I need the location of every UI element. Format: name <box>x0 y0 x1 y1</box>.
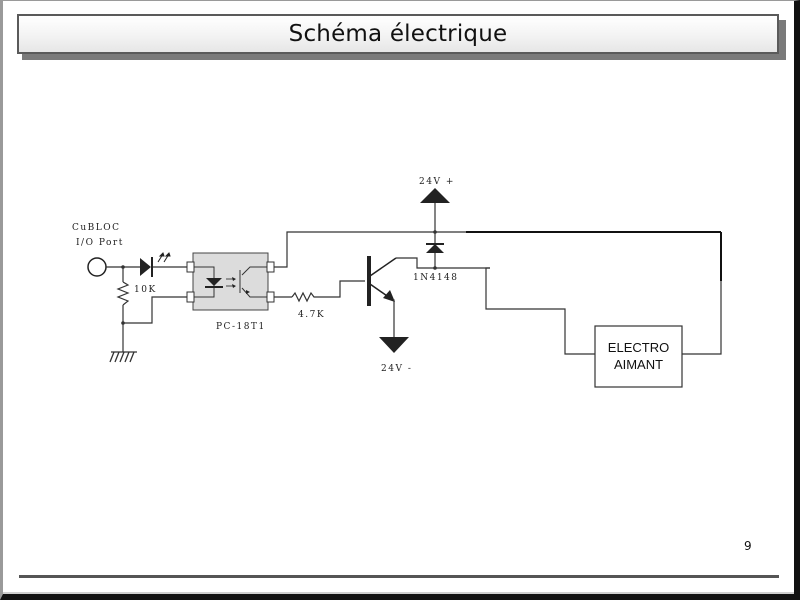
diode-label: 1N4148 <box>413 273 459 283</box>
supply-positive-label: 24V + <box>419 177 455 187</box>
resistor-10k-label: 10K <box>134 285 157 295</box>
page-number: 9 <box>744 539 752 553</box>
output-wires <box>274 231 466 298</box>
resistor-4k7-icon <box>291 291 316 303</box>
load-wire <box>485 267 595 355</box>
diode-icon <box>426 232 444 268</box>
arrow-up-supply-icon <box>420 188 450 232</box>
io-port-label-line2: I/O Port <box>76 238 124 248</box>
resistor-4k7-label: 4.7K <box>298 310 325 320</box>
npn-transistor-icon <box>367 256 490 338</box>
load-label-line2: AIMANT <box>614 357 663 372</box>
title-bar: Schéma électrique <box>17 14 779 54</box>
junction-dot <box>433 266 437 270</box>
optocoupler-icon <box>186 252 275 311</box>
io-port-label-line1: CuBLOC <box>72 223 121 233</box>
io-port-terminal-icon <box>87 257 107 277</box>
resistor-10k-icon <box>116 281 130 306</box>
led-icon <box>140 252 171 277</box>
ground-icon <box>109 351 137 363</box>
electromagnet-box <box>594 325 683 388</box>
junction-dot <box>433 230 437 234</box>
arrow-down-supply-icon <box>379 337 409 353</box>
junction-dot <box>121 321 125 325</box>
load-wire <box>682 281 722 355</box>
junction-dot <box>121 265 125 269</box>
input-wires <box>106 266 188 352</box>
slide-title: Schéma électrique <box>288 21 508 47</box>
load-label-line1: ELECTRO <box>608 340 669 355</box>
frame-shadow <box>3 592 794 594</box>
footer-divider <box>19 575 779 578</box>
optocoupler-label: PC-18T1 <box>216 322 266 332</box>
supply-negative-label: 24V - <box>381 364 412 374</box>
